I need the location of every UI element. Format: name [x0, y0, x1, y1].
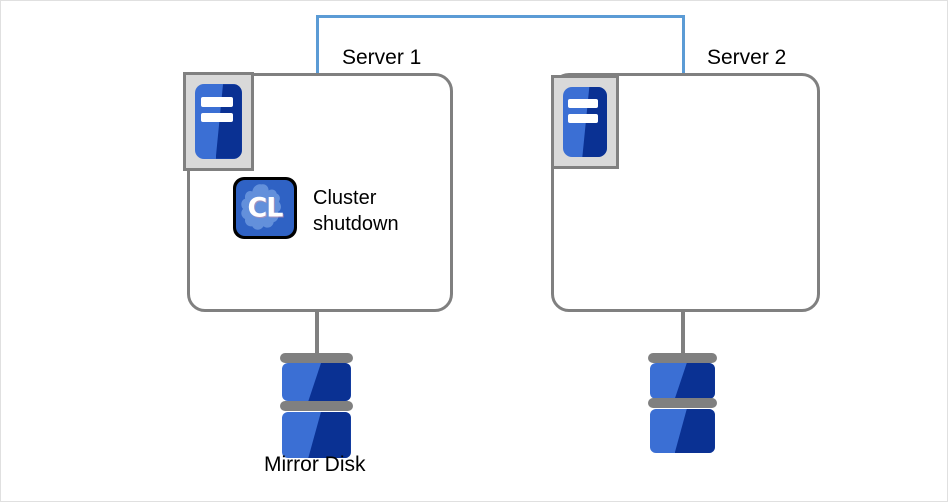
server-icon-body	[562, 86, 608, 158]
mirror-disk-label: Mirror Disk	[264, 453, 366, 476]
disk-block-top	[282, 363, 351, 402]
disk-plate-middle	[648, 398, 717, 408]
cluster-icon-text: CL	[247, 192, 283, 224]
server-2-title: Server 2	[707, 46, 787, 69]
disk-plate-top	[280, 353, 353, 363]
server-machine-icon	[551, 75, 619, 169]
interconnect-link	[316, 15, 685, 74]
disk-block-top	[650, 363, 715, 399]
disk-plate-middle	[280, 400, 353, 411]
cluster-icon-inner: CL	[236, 180, 294, 236]
cluster-icon[interactable]: CL	[233, 177, 297, 239]
server-icon-bar-top	[568, 98, 599, 108]
cluster-shutdown-label: Cluster shutdown	[313, 187, 399, 235]
server-icon-body	[195, 84, 242, 159]
disk-block-bottom	[650, 409, 715, 453]
cluster-splash-shape	[241, 184, 282, 230]
server-icon-bar-bottom	[568, 113, 599, 123]
server-icon-bar-top	[200, 96, 233, 107]
server-2-box[interactable]	[551, 73, 820, 312]
disk-block-bottom	[282, 411, 351, 458]
server-machine-icon	[183, 72, 254, 171]
server-1-title: Server 1	[342, 46, 422, 69]
server-2-disk-connector	[681, 311, 685, 356]
disk-stack-icon	[648, 353, 717, 453]
server-icon-bar-bottom	[200, 112, 233, 123]
disk-plate-top	[648, 353, 717, 363]
disk-stack-icon	[280, 353, 353, 458]
server-1-disk-connector	[315, 311, 319, 356]
